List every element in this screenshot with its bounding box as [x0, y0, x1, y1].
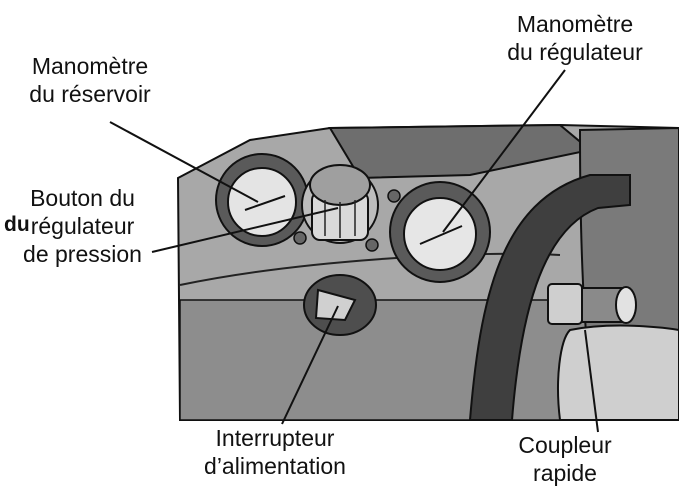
screw: [294, 232, 306, 244]
label-line: Manomètre: [485, 10, 665, 38]
label-power-switch: Interrupteur d’alimentation: [175, 424, 375, 480]
quick-coupler-nut: [548, 284, 582, 324]
label-line: rapide: [495, 459, 635, 487]
stray-text: du: [4, 213, 30, 237]
label-line: Interrupteur: [175, 424, 375, 452]
screw: [366, 239, 378, 251]
label-line: Bouton du: [0, 184, 165, 212]
label-line: d’alimentation: [175, 452, 375, 480]
quick-coupler-tip: [616, 287, 636, 323]
label-line: Manomètre: [0, 52, 180, 80]
label-line: Coupleur: [495, 431, 635, 459]
tank: [558, 326, 679, 420]
label-line: de pression: [0, 240, 165, 268]
regulator-knob-top: [310, 165, 370, 205]
label-regulator-gauge: Manomètre du régulateur: [485, 10, 665, 66]
label-quick-coupler: Coupleur rapide: [495, 431, 635, 487]
label-line: du réservoir: [0, 80, 180, 108]
regulator-gauge-face: [404, 198, 476, 270]
screw: [388, 190, 400, 202]
label-line: du régulateur: [485, 38, 665, 66]
label-reservoir-gauge: Manomètre du réservoir: [0, 52, 180, 108]
